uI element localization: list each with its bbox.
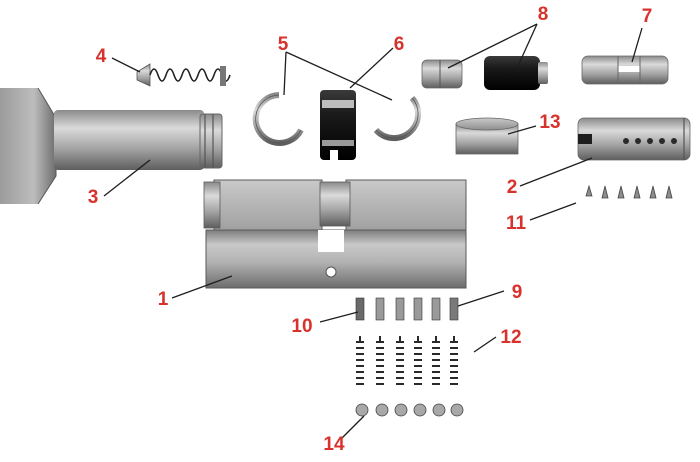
leader-9 [457, 290, 505, 307]
part-5-retaining-ring-right [373, 96, 422, 142]
part-2-plug [577, 117, 691, 161]
part-14-caps [355, 403, 464, 417]
part-7-split-sleeve [581, 55, 669, 85]
part-11-key-pins [585, 184, 673, 199]
leader-11 [529, 202, 577, 221]
label-6: 6 [394, 34, 405, 55]
part-6-cam [320, 90, 356, 160]
leader-8a [447, 23, 538, 69]
leader-3 [103, 159, 151, 197]
leader-6 [349, 47, 394, 89]
label-5: 5 [278, 34, 289, 55]
part-13-ring [455, 117, 519, 155]
label-14: 14 [323, 434, 345, 455]
label-4: 4 [96, 46, 107, 67]
label-7: 7 [642, 6, 653, 27]
label-2: 2 [507, 177, 518, 198]
label-8: 8 [538, 4, 549, 25]
leader-13 [507, 125, 537, 135]
leader-14 [341, 415, 365, 439]
leader-2 [519, 157, 593, 187]
part-9-10-driver-pins [355, 297, 459, 321]
leader-lines [103, 23, 643, 439]
part-3-knob-assembly [0, 87, 223, 205]
leader-1 [171, 275, 233, 299]
leader-12 [473, 336, 497, 353]
label-10: 10 [291, 316, 312, 337]
leader-5a [283, 51, 287, 96]
part-labels: 1 2 3 4 5 6 7 8 9 10 11 12 13 14 [88, 4, 653, 455]
leader-8b [517, 23, 538, 67]
leader-7 [631, 27, 643, 63]
label-12: 12 [500, 327, 521, 348]
label-11: 11 [506, 213, 527, 234]
label-13: 13 [539, 112, 560, 133]
leader-5b [285, 51, 393, 101]
label-1: 1 [158, 289, 169, 310]
part-8-black-cylinder [484, 56, 548, 90]
label-3: 3 [88, 187, 99, 208]
part-1-cylinder-body [203, 179, 467, 289]
part-8-small-sleeve [421, 59, 463, 89]
part-12-pin-springs [356, 336, 458, 385]
part-5-retaining-ring-left [252, 92, 304, 146]
leader-10 [319, 311, 359, 323]
label-9: 9 [512, 282, 523, 303]
leader-4 [111, 57, 141, 73]
part-4-spring [136, 63, 231, 87]
